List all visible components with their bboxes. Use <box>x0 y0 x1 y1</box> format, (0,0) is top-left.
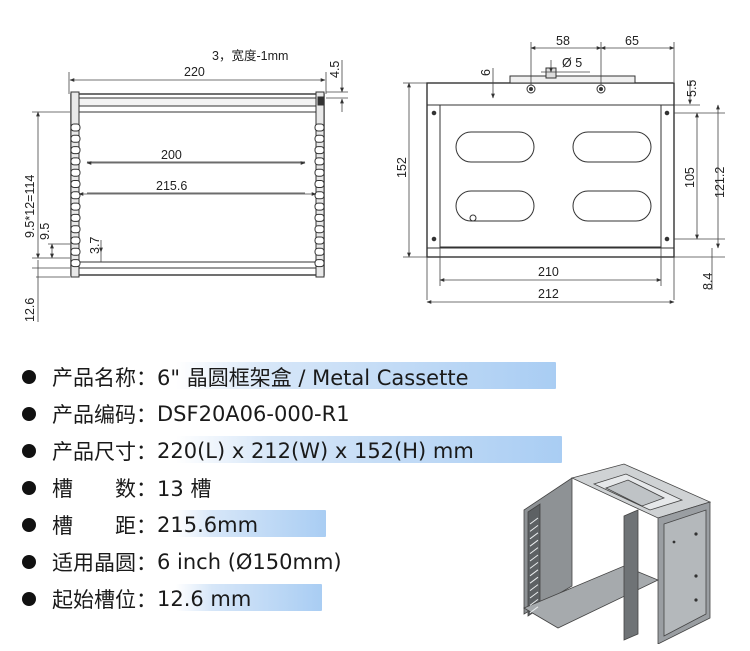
spec-value: DSF20A06-000-R1 <box>157 401 350 426</box>
slot-tooth <box>314 180 325 188</box>
spec-value: 215.6mm <box>157 512 259 537</box>
dim-top-gap: 4.5 <box>328 61 342 78</box>
slot-tooth <box>314 213 325 222</box>
slot-tooth <box>70 236 81 245</box>
slot-tooth <box>70 123 81 132</box>
slot-line <box>529 562 539 569</box>
slot-tooth <box>70 134 81 143</box>
slot-tooth <box>314 247 325 256</box>
spec-label: 产品编码： <box>52 402 157 427</box>
dim-overall-side-width: 212 <box>538 287 559 301</box>
spec-label: 产品尺寸： <box>52 439 157 464</box>
dim-inner-width: 200 <box>161 148 182 162</box>
slot-tooth <box>314 236 325 245</box>
dim-height: 152 <box>395 157 409 178</box>
slot-tooth <box>70 146 81 155</box>
slot-line <box>529 576 539 584</box>
slot-tooth <box>70 225 81 234</box>
slot-tooth <box>70 180 81 188</box>
cassette-slot-lines <box>529 517 539 614</box>
front-view <box>70 91 325 278</box>
spec-label: 适用晶圆： <box>52 550 157 575</box>
dim-inner-height: 121.2 <box>713 167 727 198</box>
slot-tooth <box>70 247 81 256</box>
slot-tooth <box>314 168 325 177</box>
front-top-note: 3，宽度-1mm <box>212 48 288 63</box>
slot-tooth <box>70 191 81 200</box>
slot-tooth <box>314 225 325 234</box>
right-slot-comb <box>314 123 325 268</box>
spec-value: 220(L) x 212(W) x 152(H) mm <box>157 438 474 463</box>
bullet-icon <box>22 406 36 421</box>
slot-line <box>529 598 539 606</box>
spec-label: 起始槽位： <box>52 587 157 612</box>
slot-tooth <box>314 191 325 200</box>
slot-tooth <box>314 123 325 132</box>
slot-line <box>529 547 539 554</box>
spec-value: 6 inch (Ø150mm) <box>157 549 342 574</box>
bullet-icon <box>22 591 36 606</box>
slot-tooth <box>314 202 325 211</box>
slot-tooth <box>70 259 81 268</box>
slot-tooth <box>314 259 325 268</box>
slot-line <box>529 584 539 592</box>
dim-slot-height: 105 <box>683 167 697 188</box>
spec-row: 产品尺寸：220(L) x 212(W) x 152(H) mm <box>22 432 562 469</box>
spec-row: 产品编码：DSF20A06-000-R1 <box>22 395 474 432</box>
dim-top-margin: 5.5 <box>685 80 699 97</box>
dim-top-offset: 6 <box>479 69 493 76</box>
spec-value: 12.6 mm <box>157 586 252 611</box>
highlight-bar <box>176 362 556 389</box>
spec-row: 槽 数：13 槽 <box>22 469 474 506</box>
slot-line <box>529 517 539 525</box>
spec-row: 适用晶圆：6 inch (Ø150mm) <box>22 543 474 580</box>
dim-base-width: 210 <box>538 265 559 279</box>
slot-tooth <box>70 168 81 177</box>
bullet-icon <box>22 517 36 532</box>
dim-overall-width: 220 <box>184 65 205 79</box>
bullet-icon <box>22 480 36 495</box>
slot-line <box>529 539 539 547</box>
spec-row: 槽 距：215.6mm <box>22 506 474 543</box>
slot-line <box>529 532 539 540</box>
slot-tooth <box>70 157 81 166</box>
dim-hole-diameter: Ø 5 <box>562 56 582 70</box>
spec-label: 产品名称： <box>52 365 157 390</box>
technical-drawing: 3，宽度-1mm 220 200 215.6 4.5 9.5*12=114 9.… <box>23 34 727 322</box>
highlight-bar <box>176 584 322 611</box>
slot-tooth <box>314 146 325 155</box>
left-slot-comb <box>70 123 81 268</box>
spec-value: 6" 晶圆框架盒 / Metal Cassette <box>157 365 469 390</box>
highlight-bar <box>176 436 562 463</box>
spec-label: 槽 距： <box>52 513 157 538</box>
slot-line <box>529 554 539 562</box>
highlight-bar <box>176 510 326 537</box>
dim-bottom-gap: 3.7 <box>88 237 102 254</box>
dim-hole-offset: 65 <box>625 34 639 48</box>
dim-pitch: 9.5 <box>38 223 52 240</box>
dim-first-slot: 12.6 <box>23 298 37 322</box>
spec-label: 槽 数： <box>52 476 157 501</box>
bullet-icon <box>22 369 36 384</box>
spec-row: 产品名称：6" 晶圆框架盒 / Metal Cassette <box>22 358 556 395</box>
slot-line <box>529 525 539 532</box>
spec-row: 起始槽位：12.6 mm <box>22 580 474 617</box>
spec-value: 13 槽 <box>157 476 212 501</box>
slot-tooth <box>314 157 325 166</box>
slot-tooth <box>70 202 81 211</box>
dim-pitch-total: 9.5*12=114 <box>23 175 37 238</box>
slot-line <box>529 591 539 599</box>
bullet-icon <box>22 554 36 569</box>
dim-bottom-margin: 8.4 <box>701 273 715 290</box>
bullet-icon <box>22 443 36 458</box>
dim-hole-spacing: 58 <box>556 34 570 48</box>
slot-tooth <box>70 213 81 222</box>
side-view <box>426 67 675 258</box>
dim-slot-pitch: 215.6 <box>156 179 187 193</box>
slot-tooth <box>314 134 325 143</box>
metal-cassette-3d-illustration <box>523 463 712 644</box>
slot-line <box>529 569 539 577</box>
slot-line <box>529 606 539 614</box>
